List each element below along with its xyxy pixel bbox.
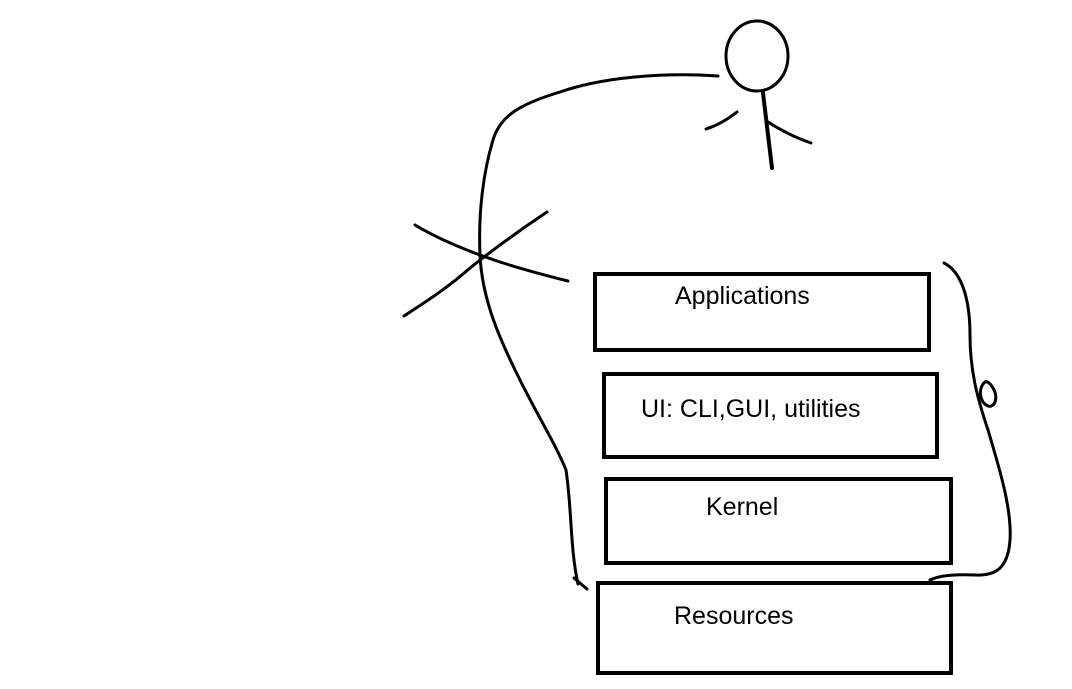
direct-access-arrowhead	[572, 576, 589, 591]
stick-figure-icon	[704, 19, 813, 170]
layer-resources-label: Resources	[674, 602, 794, 630]
layer-kernel-label: Kernel	[706, 493, 778, 521]
stick-figure-body	[761, 91, 774, 170]
layer-resources: Resources	[596, 581, 953, 675]
layer-kernel: Kernel	[604, 477, 953, 565]
layer-ui-label: UI: CLI,GUI, utilities	[641, 395, 861, 423]
stick-figure-right-arm	[766, 120, 813, 145]
layer-ui: UI: CLI,GUI, utilities	[602, 372, 939, 459]
cross-out-mark-icon	[402, 210, 570, 318]
layer-applications-label: Applications	[675, 282, 810, 310]
right-side-path	[928, 261, 1012, 582]
stick-figure-head	[724, 19, 790, 93]
layer-applications: Applications	[593, 272, 931, 352]
right-side-loop-mark	[979, 380, 998, 408]
stick-figure-left-arm	[704, 110, 739, 131]
